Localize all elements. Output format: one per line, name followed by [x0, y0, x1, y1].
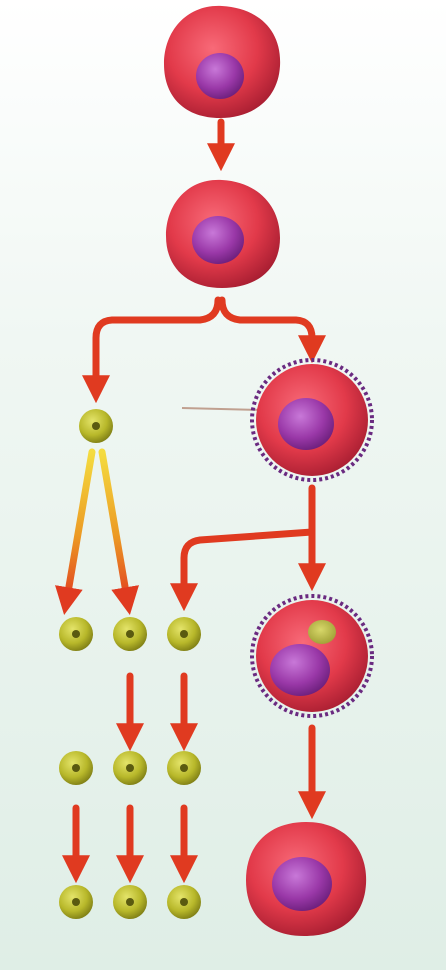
particle — [167, 751, 201, 785]
particle — [167, 617, 201, 651]
particle — [167, 885, 201, 919]
cell-nucleus — [272, 857, 332, 911]
cell-nucleus — [196, 53, 244, 99]
cell-stage-5 — [246, 822, 366, 936]
cell-nucleus — [192, 216, 244, 264]
cell-inclusion — [308, 620, 336, 644]
particle — [113, 885, 147, 919]
particle — [113, 751, 147, 785]
cell-nucleus — [278, 398, 334, 450]
cell-nucleus — [270, 644, 330, 696]
particle — [59, 751, 93, 785]
particle — [79, 409, 113, 443]
cell-stage-1 — [164, 6, 280, 118]
particle — [113, 617, 147, 651]
particle — [59, 885, 93, 919]
particle — [59, 617, 93, 651]
